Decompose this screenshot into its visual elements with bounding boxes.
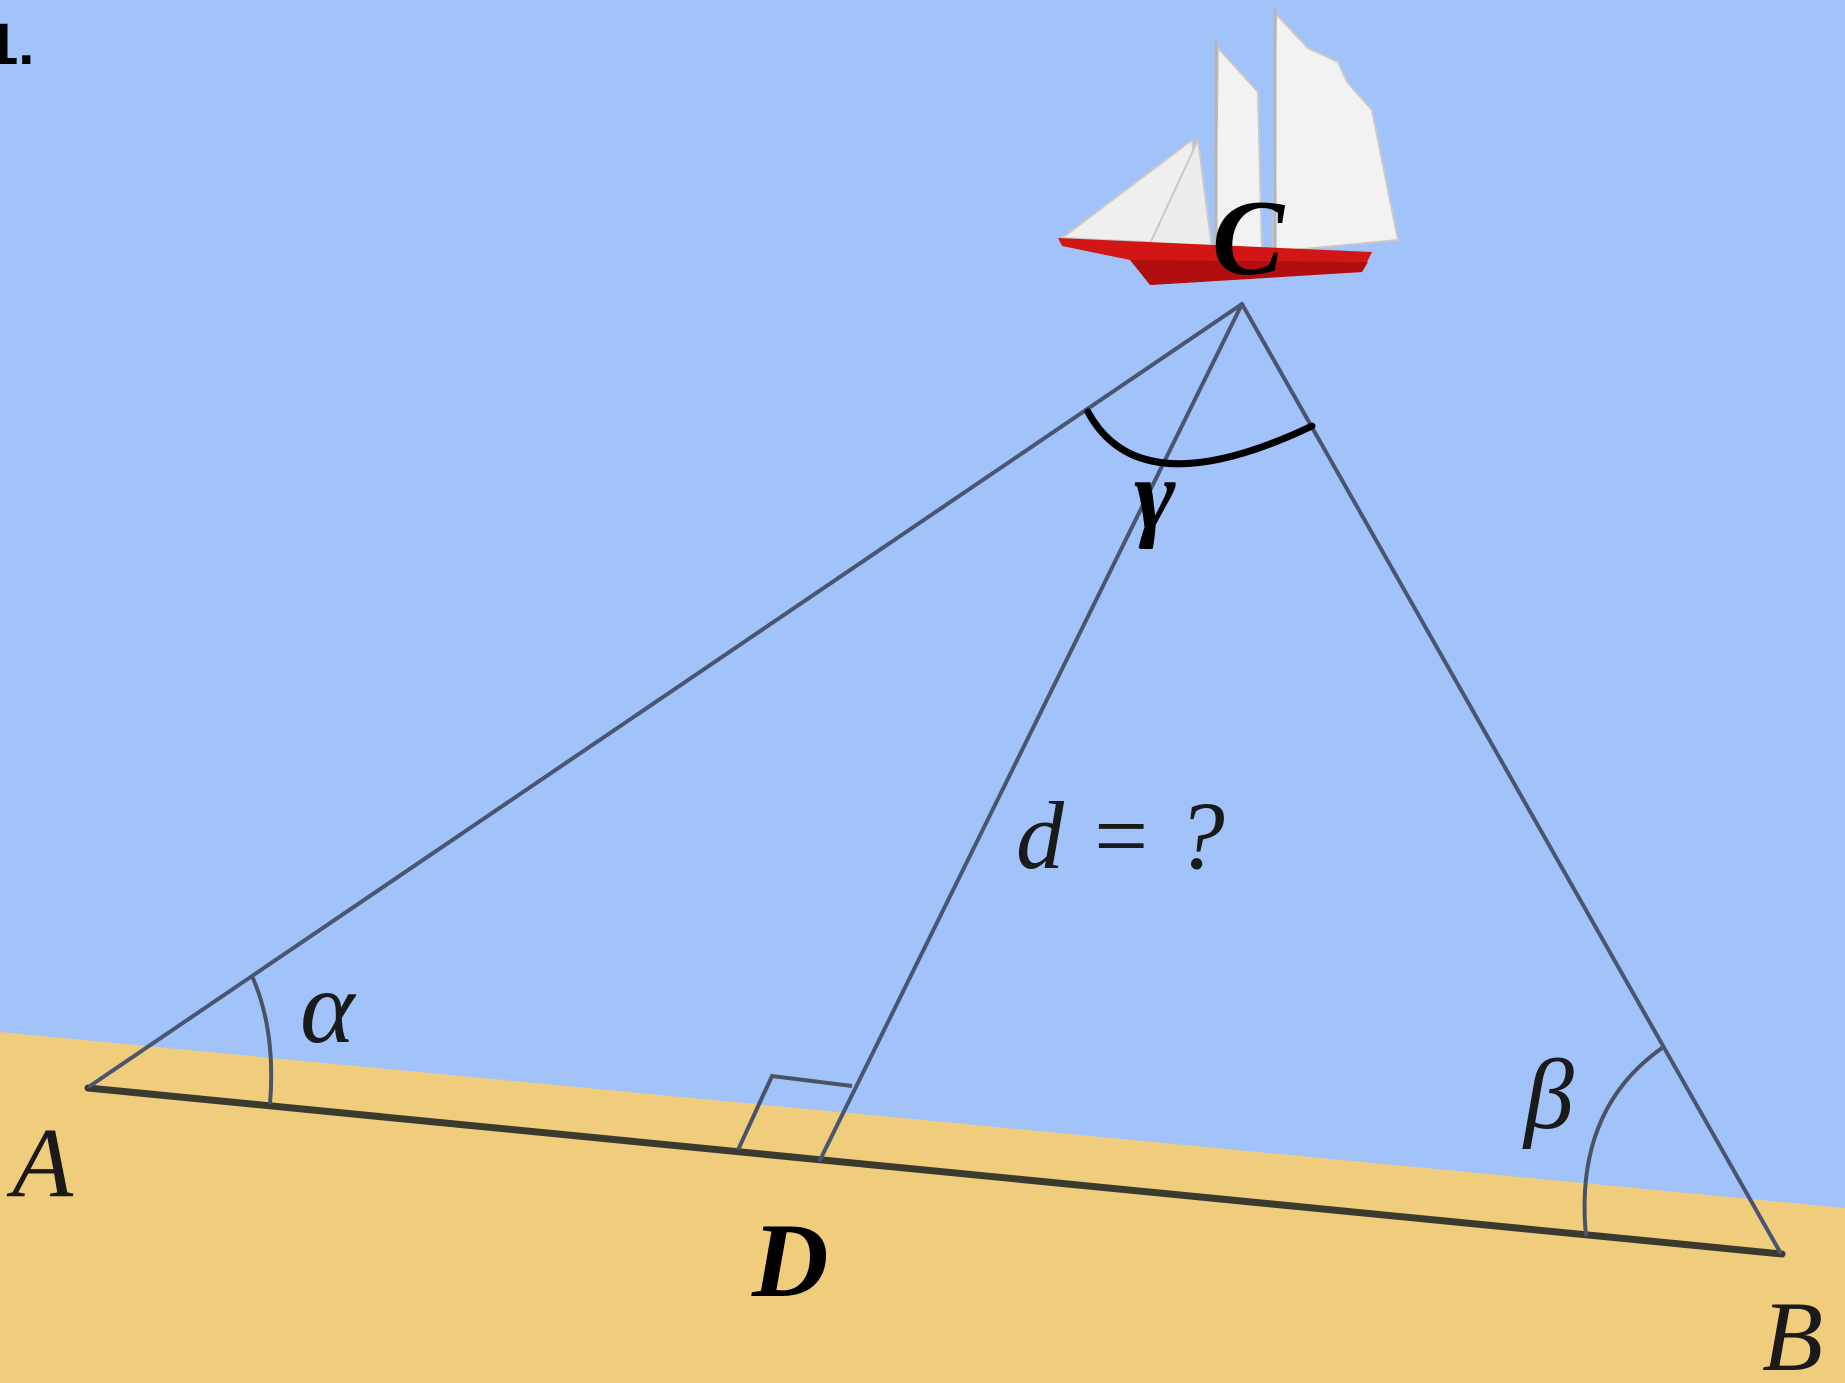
angle-label-alpha: α <box>300 950 357 1065</box>
figure-number: 1. <box>0 12 34 77</box>
point-label-c: C <box>1212 179 1286 298</box>
angle-alpha-arc <box>250 975 274 1105</box>
angle-label-gamma: γ <box>1134 439 1176 550</box>
distance-label: d = ? <box>1016 782 1225 889</box>
sight-line-ac <box>88 302 1244 1088</box>
baseline-ab <box>84 1084 1786 1258</box>
point-label-b: B <box>1762 1281 1823 1383</box>
right-angle-marker <box>736 1073 853 1151</box>
ship-icon <box>1058 8 1400 285</box>
point-label-a: A <box>6 1107 74 1218</box>
sight-line-bc <box>1240 302 1782 1254</box>
mizzen-sail <box>1271 11 1400 254</box>
angle-gamma-arc <box>1084 408 1316 468</box>
angle-beta-arc <box>1582 1046 1664 1237</box>
sand-beach <box>0 1032 1845 1383</box>
hull-stripe <box>1130 260 1368 285</box>
angle-label-beta: β <box>1522 1039 1574 1150</box>
point-label-d: D <box>751 1202 829 1319</box>
distance-line-cd <box>818 302 1244 1162</box>
